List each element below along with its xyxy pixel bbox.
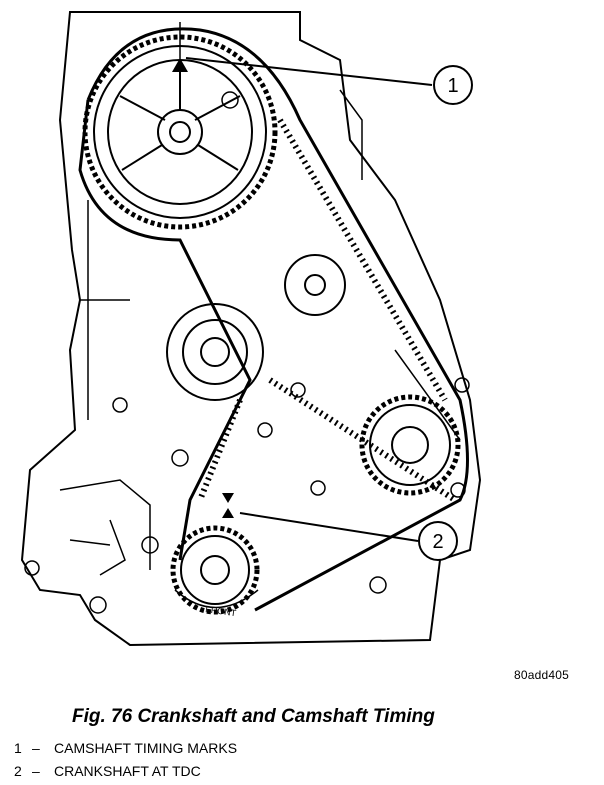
leader-line-1 [185,57,433,86]
callout-circle-1 [433,65,473,105]
block-lower-detail [59,479,151,576]
tensioner-pulley [166,303,264,401]
legend-separator: – [32,763,40,779]
mounting-bolts [24,91,470,614]
callout-number-1: 1 [447,75,458,97]
timing-belt [78,27,469,612]
crankshaft-sprocket [170,525,260,615]
leader-line-2 [239,512,419,542]
legend-number: 1 [14,740,22,756]
front-label: FRONT [205,604,238,618]
legend-item: 1 – CAMSHAFT TIMING MARKS [14,737,237,760]
idler-pulley [284,254,346,316]
figure-code: 80add405 [514,668,569,682]
legend-item: 2 – CRANKSHAFT AT TDC [14,760,237,783]
timing-belt-teeth [197,118,457,503]
legend-label: CAMSHAFT TIMING MARKS [54,740,238,756]
block-inner-edge [80,89,461,441]
legend-separator: – [32,740,40,756]
figure-caption: Fig. 76 Crankshaft and Camshaft Timing [72,706,435,727]
timing-belt-diagram: 1 2 FRONT [20,11,482,647]
crank-timing-mark-bottom [222,508,234,518]
legend-label: CRANKSHAFT AT TDC [54,763,201,779]
callout-circle-2 [418,521,458,561]
crank-timing-mark-top [222,493,234,503]
callout-number-2: 2 [432,531,443,553]
legend: 1 – CAMSHAFT TIMING MARKS 2 – CRANKSHAFT… [14,737,237,783]
intermediate-sprocket [359,394,461,496]
engine-block-outline [20,11,482,647]
legend-number: 2 [14,763,22,779]
cam-timing-mark-arrow [172,58,188,72]
